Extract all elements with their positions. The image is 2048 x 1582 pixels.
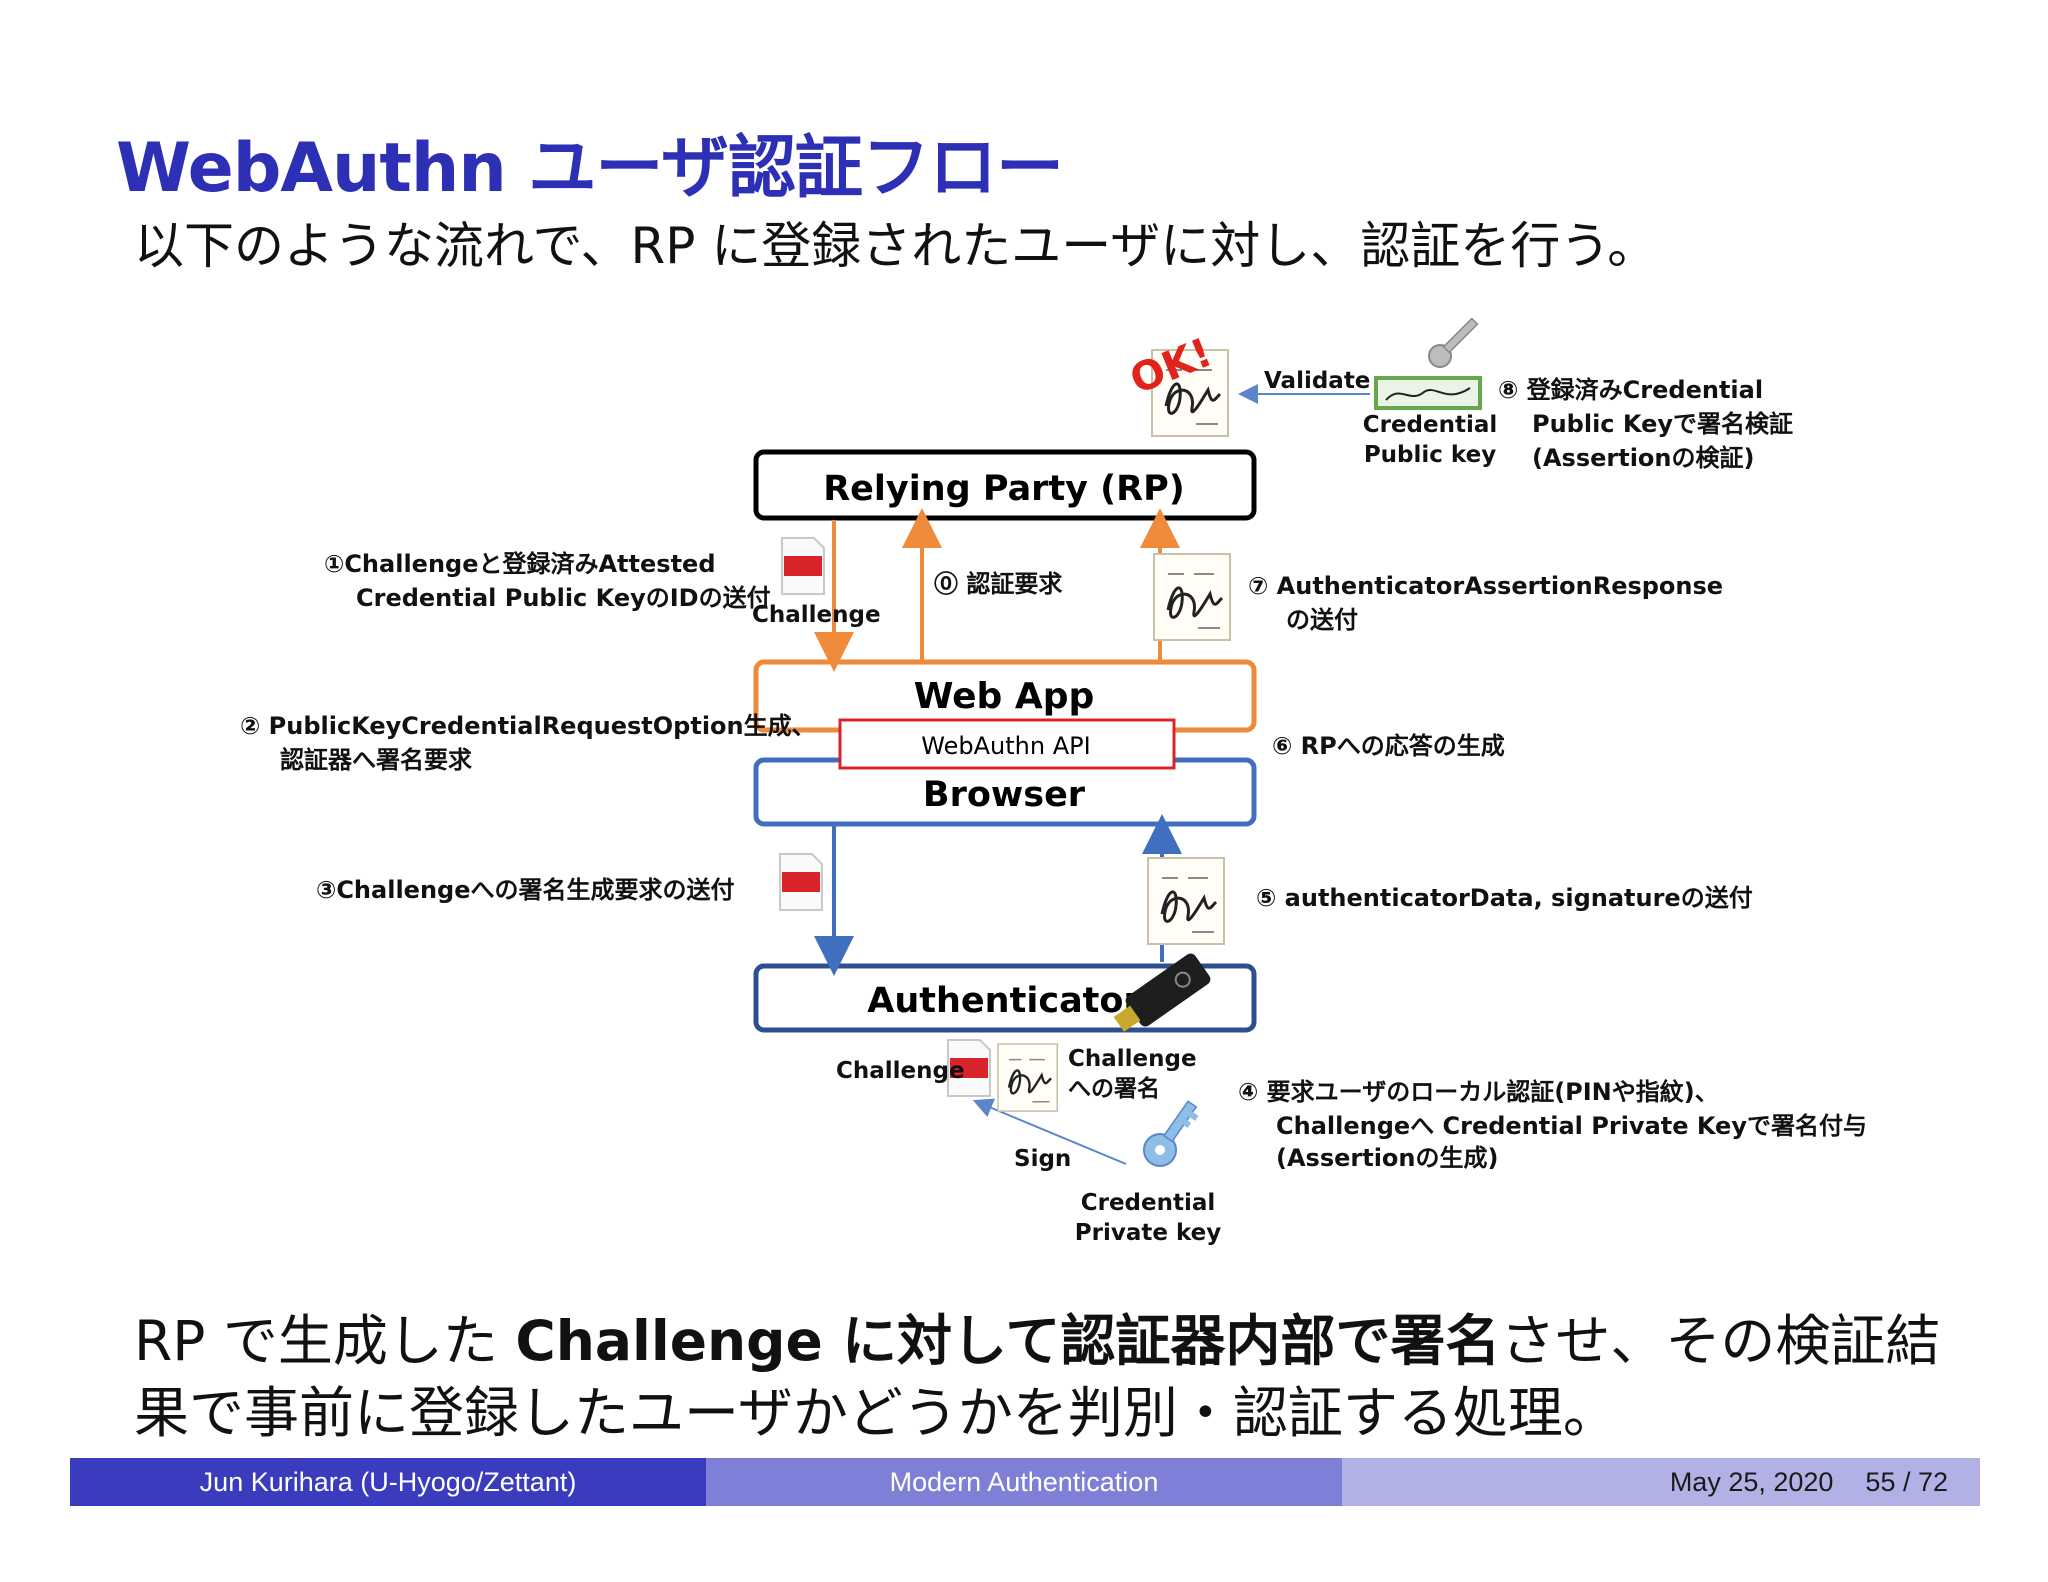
bottom-text-part-2: させ、その検証結果で事前に登録したユーザかどうかを判別・認証する処理。 xyxy=(134,1309,1941,1445)
signature-doc-icon-step5 xyxy=(1146,856,1226,946)
step-4-line-1: ④ 要求ユーザのローカル認証(PINや指紋)、 xyxy=(1238,1078,1719,1106)
footer-author-text: Jun Kurihara (U-Hyogo/Zettant) xyxy=(199,1466,577,1497)
challenge-label-upper: Challenge xyxy=(752,602,881,628)
step-4-line-2: Challengeへ Credential Private Keyで署名付与 xyxy=(1276,1112,1867,1140)
step-0-label: ⓪ 認証要求 xyxy=(934,570,1062,598)
step-8-line-3: (Assertionの検証) xyxy=(1532,444,1754,472)
slide-subtitle: 以下のような流れで、RP に登録されたユーザに対し、認証を行う。 xyxy=(134,217,1658,275)
credential-private-key-icon xyxy=(1143,1100,1199,1167)
step-8-line-2: Public Keyで署名検証 xyxy=(1532,410,1793,438)
sign-label: Sign xyxy=(1014,1146,1071,1172)
step-4-line-3: (Assertionの生成) xyxy=(1276,1144,1498,1172)
signature-doc-icon-step7 xyxy=(1152,552,1232,642)
credential-private-key-label-2: Private key xyxy=(1075,1220,1221,1246)
credential-private-key-label-1: Credential xyxy=(1081,1190,1216,1216)
footer-date: May 25, 2020 xyxy=(1669,1466,1834,1497)
signature-doc-icon-lower xyxy=(996,1042,1059,1113)
footer-page-number: 55 / 72 xyxy=(1865,1466,1948,1497)
step-6-label: ⑥ RPへの応答の生成 xyxy=(1272,732,1505,760)
credential-public-key-label-2: Public key xyxy=(1364,442,1496,468)
credential-public-key-label-1: Credential xyxy=(1363,412,1498,438)
webauthn-api-box xyxy=(838,718,1176,770)
browser-label: Browser xyxy=(923,775,1086,815)
footer-talk-title: Modern Authentication xyxy=(706,1458,1342,1506)
credential-public-key-icon xyxy=(1374,317,1482,410)
step-2-line-2: 認証器へ署名要求 xyxy=(280,746,472,774)
step-5-label: ⑤ authenticatorData, signatureの送付 xyxy=(1256,884,1753,912)
bottom-explanation: RP で生成した Challenge に対して認証器内部で署名させ、その検証結果… xyxy=(134,1305,1994,1449)
slide-title: WebAuthn ユーザ認証フロー xyxy=(116,129,1064,208)
web-app-label: Web App xyxy=(914,676,1095,717)
arrow-sign xyxy=(972,1098,1127,1165)
authenticator-label: Authenticator xyxy=(867,981,1141,1021)
challenge-signature-label-1: Challenge xyxy=(1068,1046,1197,1072)
challenge-label-lower: Challenge xyxy=(836,1058,965,1084)
step-8-line-1: ⑧ 登録済みCredential xyxy=(1498,376,1763,404)
relying-party-box xyxy=(753,449,1257,521)
webauthn-api-label: WebAuthn API xyxy=(921,732,1090,760)
step-1-line-2: Credential Public KeyのIDの送付 xyxy=(356,584,771,612)
footer-talk-text: Modern Authentication xyxy=(889,1466,1159,1497)
footer-author: Jun Kurihara (U-Hyogo/Zettant) xyxy=(70,1458,706,1506)
challenge-doc-icon-mid xyxy=(779,853,823,911)
validate-label: Validate xyxy=(1264,368,1370,394)
footer-date-page: May 25, 2020 55 / 72 xyxy=(1342,1458,1980,1506)
bottom-text-part-1: RP で生成した xyxy=(134,1309,516,1373)
slide-footer: Jun Kurihara (U-Hyogo/Zettant) Modern Au… xyxy=(70,1458,1980,1506)
relying-party-label: Relying Party (RP) xyxy=(823,469,1185,509)
step-7-line-2: の送付 xyxy=(1286,606,1358,634)
security-key-icon xyxy=(1113,953,1211,1032)
step-1-line-1: ①Challengeと登録済みAttested xyxy=(324,550,716,578)
step-7-line-1: ⑦ AuthenticatorAssertionResponse xyxy=(1248,572,1723,600)
step-3-label: ③Challengeへの署名生成要求の送付 xyxy=(316,876,735,904)
step-2-line-1: ② PublicKeyCredentialRequestOption生成、 xyxy=(240,712,816,740)
bottom-text-emphasis: Challenge に対して認証器内部で署名 xyxy=(515,1309,1501,1373)
challenge-signature-label-2: への署名 xyxy=(1068,1075,1160,1102)
challenge-doc-icon-upper xyxy=(781,537,825,595)
